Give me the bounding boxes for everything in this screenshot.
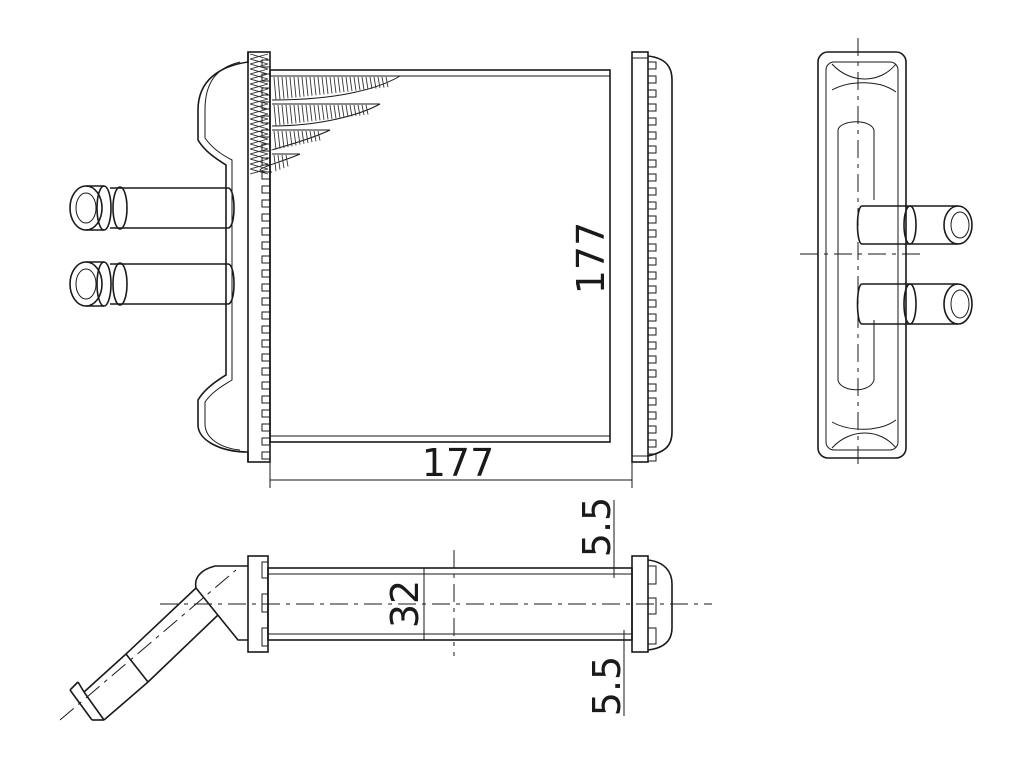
width-dimension-label: 177 (422, 441, 495, 485)
right-tank (647, 55, 673, 457)
front-view: 177 177 (69, 51, 673, 488)
top-view: 32 5.5 5.5 (59, 497, 712, 721)
outlet-pipe (69, 261, 235, 307)
core-body (269, 69, 611, 443)
side-tank-outline (817, 51, 907, 459)
offset-bottom-dimension: 5.5 (585, 630, 629, 716)
left-header-plate (247, 51, 271, 463)
offset-top-dimension: 5.5 (575, 497, 619, 578)
inlet-pipe (69, 185, 235, 231)
side-outlet-pipe (856, 283, 973, 325)
left-tank (197, 52, 249, 462)
offset-top-label: 5.5 (575, 497, 619, 557)
angled-pipe (69, 565, 248, 721)
offset-bottom-label: 5.5 (585, 656, 629, 716)
side-view (800, 38, 973, 468)
width-dimension: 177 (269, 441, 633, 488)
depth-dimension: 32 (383, 568, 427, 640)
fin-pattern (259, 75, 402, 173)
right-header-plate (631, 51, 649, 463)
depth-dimension-label: 32 (383, 580, 427, 628)
height-dimension: 177 (569, 70, 613, 442)
side-inlet-pipe (856, 205, 973, 245)
height-dimension-label: 177 (569, 222, 613, 295)
